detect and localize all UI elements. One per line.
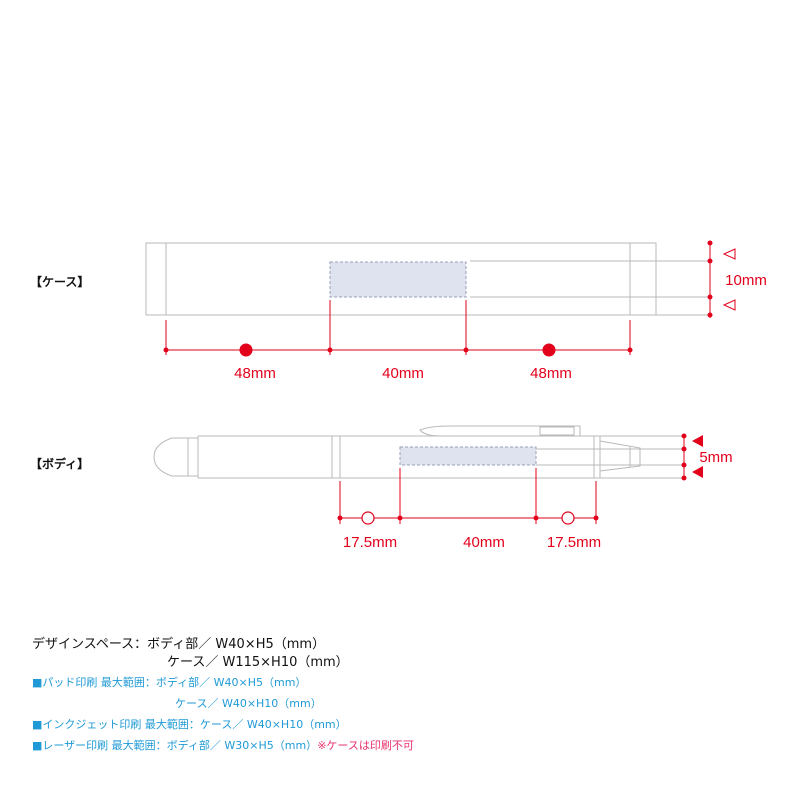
case-dim-left-label: 48mm — [234, 365, 276, 382]
laser-warning: ※ケースは印刷不可 — [317, 739, 414, 752]
arrow-down-icon — [692, 435, 703, 447]
laser-print-line: ■レーザー印刷 最大範囲：ボディ部／ W30×H5（mm）※ケースは印刷不可 — [32, 735, 414, 756]
case-width-dimension — [163, 300, 633, 357]
laser-print-text: ■レーザー印刷 最大範囲：ボディ部／ W30×H5（mm） — [32, 739, 318, 752]
case-height-label: 10mm — [725, 272, 767, 289]
pad-print-case-line: ケース／ W40×H10（mm） — [175, 697, 322, 710]
arrow-up-icon — [692, 466, 703, 478]
body-height-label: 5mm — [699, 449, 732, 466]
arrow-up-icon — [722, 299, 736, 311]
case-height-dimension — [707, 240, 713, 318]
pen-body-outline — [153, 425, 684, 479]
body-dim-right-label: 17.5mm — [547, 534, 601, 551]
body-section-label: 【ボディ】 — [30, 457, 90, 471]
body-print-area — [399, 446, 537, 466]
arrow-down-icon — [722, 248, 736, 260]
design-space-line: デザインスペース：ボディ部／ W40×H5（mm） — [32, 637, 326, 652]
pad-print-line: ■パッド印刷 最大範囲：ボディ部／ W40×H5（mm） — [32, 676, 307, 689]
body-height-dimension — [681, 433, 687, 481]
body-dim-left-label: 17.5mm — [343, 534, 397, 551]
body-width-dimension — [337, 468, 599, 524]
case-section-label: 【ケース】 — [30, 275, 90, 289]
dimension-marker — [561, 511, 575, 525]
dimension-marker — [361, 511, 375, 525]
design-space-case-line: ケース／ W115×H10（mm） — [167, 655, 349, 670]
case-print-area — [329, 261, 467, 298]
case-outline — [145, 242, 708, 316]
inkjet-print-line: ■インクジェット印刷 最大範囲：ケース／ W40×H10（mm） — [32, 718, 347, 731]
spec-notes: デザインスペース：ボディ部／ W40×H5（mm） ケース／ W115×H10（… — [32, 636, 414, 756]
body-dim-center-label: 40mm — [463, 534, 505, 551]
case-dim-right-label: 48mm — [530, 365, 572, 382]
case-dim-center-label: 40mm — [382, 365, 424, 382]
